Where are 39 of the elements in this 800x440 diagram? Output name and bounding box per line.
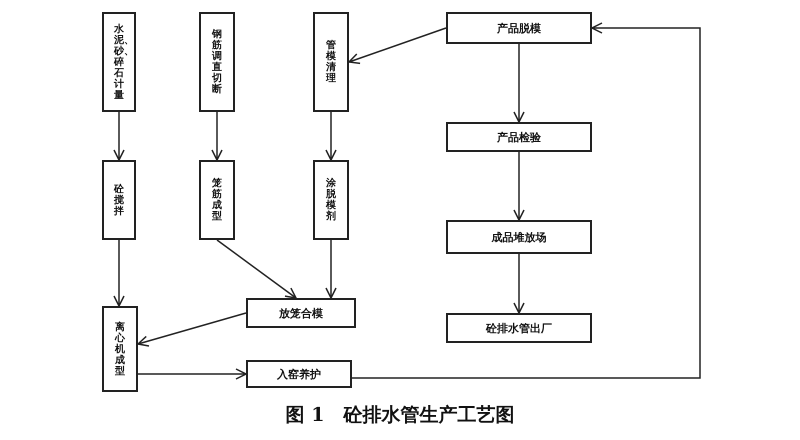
figure-caption: 图 1 砼排水管生产工艺图 [284,403,516,428]
process-box [102,306,138,392]
step-label: 砼搅拌 [114,184,124,216]
step-label: 离心机成型 [115,322,125,376]
step-label: 管模清理 [326,40,336,84]
arrow [113,240,125,307]
process-box [446,220,592,254]
arrow [348,27,446,64]
step-label: 砼排水管出厂 [486,320,552,336]
process-box [246,360,352,388]
arrow [216,239,297,299]
process-box [446,122,592,152]
process-box [199,160,235,240]
step-label: 入窑养护 [277,366,321,382]
arrow [352,22,701,379]
step-label: 笼筋成型 [212,178,222,222]
arrow [325,112,337,161]
step-label: 产品脱模 [497,20,541,36]
arrow [513,254,525,314]
step-label: 放笼合模 [279,306,323,320]
process-box [313,160,349,240]
arrow [325,240,337,299]
arrow [513,44,525,123]
step-label: 产品检验 [497,130,541,144]
step-label: 成品堆放场 [492,230,546,244]
arrow [138,368,247,380]
arrow [211,112,223,161]
arrow [137,312,246,347]
step-label: 钢筋调直切断 [212,29,222,95]
arrow [113,112,125,161]
arrow [513,152,525,221]
process-box [446,313,592,343]
process-box [102,160,136,240]
process-box [102,12,136,112]
process-box [446,12,592,44]
process-box [246,298,356,328]
process-box [199,12,235,112]
process-box [313,12,349,112]
step-label: 涂脱模剂 [326,178,336,222]
